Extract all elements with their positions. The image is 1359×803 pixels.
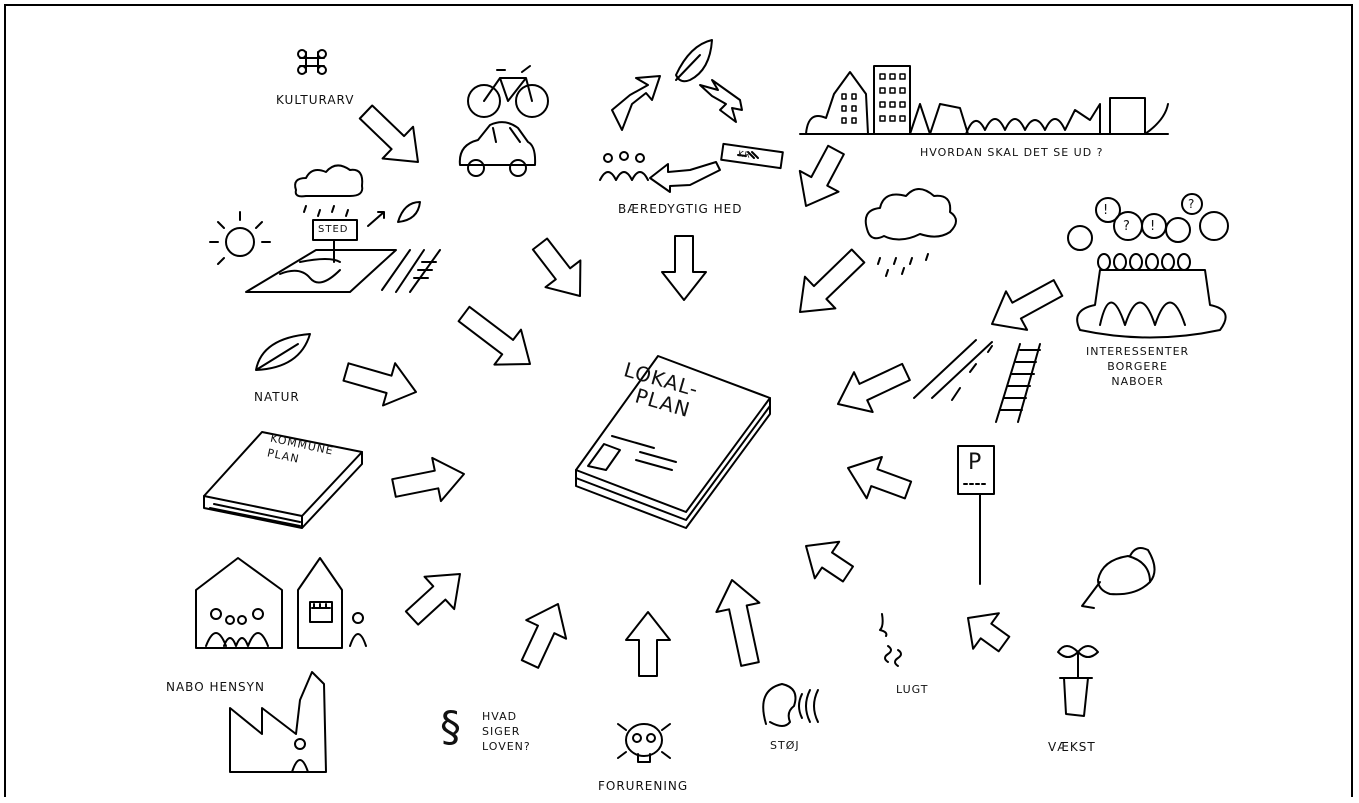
label-hvad-siger-line3: LOVEN?: [482, 739, 531, 753]
smell-icon: [879, 613, 902, 667]
arrow-icon: [404, 573, 461, 626]
rain-cloud-icon: [864, 188, 957, 277]
bicycle-icon: [467, 65, 549, 118]
ear-noise-icon: [762, 683, 819, 727]
factory-icon: [229, 671, 327, 773]
arrow-icon: [805, 540, 854, 583]
label-sted: STED: [318, 224, 349, 235]
arrow-icon: [837, 362, 911, 413]
arrow-icon: [358, 104, 419, 163]
label-hvordan: HVORDAN SKAL DET SE UD ?: [920, 146, 1104, 159]
label-kulturarv: KULTURARV: [276, 93, 355, 107]
city-skyline-icon: [799, 65, 1169, 135]
arrow-icon: [799, 248, 866, 313]
speech-bubble-question-2: ?: [1188, 197, 1195, 211]
label-interessenter-line3: NABOER: [1111, 374, 1164, 388]
recycle-leaf-icon: [599, 39, 784, 193]
label-hvad-siger: HVAD SIGER LOVEN?: [482, 710, 531, 755]
money-label: KR: [737, 149, 752, 160]
watering-can-plant-icon: [1057, 547, 1156, 717]
label-nabo-hensyn: NABO HENSYN: [166, 680, 265, 694]
diagram-frame: [4, 4, 1353, 797]
crowd-icon: [1067, 193, 1229, 339]
arrow-icon: [391, 456, 465, 503]
leaf-icon: [255, 333, 311, 371]
speech-bubble-exclaim-1: !: [1103, 203, 1109, 218]
arrow-icon: [342, 362, 417, 407]
arrows-group: [342, 104, 1064, 677]
label-hvad-siger-line1: HVAD: [482, 710, 518, 723]
arrow-icon: [661, 235, 707, 301]
arrow-icon: [531, 237, 582, 297]
houses-icon: [195, 557, 367, 649]
arrow-icon: [715, 579, 761, 667]
arrow-icon: [991, 279, 1064, 331]
book-icon: [203, 431, 363, 529]
arrow-icon: [457, 305, 531, 366]
label-forurening: FORURENING: [598, 779, 689, 793]
weather-map-icon: [209, 164, 441, 293]
speech-bubble-question-1: ?: [1123, 219, 1130, 234]
arrow-icon: [798, 144, 845, 207]
label-interessenter-line2: BORGERE: [1107, 359, 1168, 373]
road-rail-icon: [913, 339, 1041, 423]
arrow-icon: [847, 456, 913, 500]
label-interessenter-line1: INTERESSENTER: [1086, 345, 1190, 358]
car-icon: [458, 121, 537, 177]
parking-sign-icon: [957, 445, 995, 585]
label-hvad-siger-line2: SIGER: [482, 724, 521, 738]
skull-icon: [617, 723, 671, 763]
label-vaekst: VÆKST: [1048, 740, 1096, 754]
command-icon: [297, 49, 327, 75]
paragraph-icon: §: [440, 702, 461, 751]
arrow-icon: [625, 611, 671, 677]
parking-letter: P: [968, 450, 982, 475]
speech-bubble-exclaim-2: !: [1150, 219, 1156, 234]
lokalplan-document-icon: [575, 355, 771, 529]
label-lugt: LUGT: [896, 683, 929, 696]
label-natur: NATUR: [254, 390, 300, 404]
arrow-icon: [520, 603, 568, 669]
label-interessenter: INTERESSENTER BORGERE NABOER: [1086, 345, 1189, 390]
label-baeredygtighed: BÆREDYGTIG HED: [618, 202, 743, 216]
label-stoj: STØJ: [770, 739, 800, 752]
arrow-icon: [967, 612, 1011, 653]
